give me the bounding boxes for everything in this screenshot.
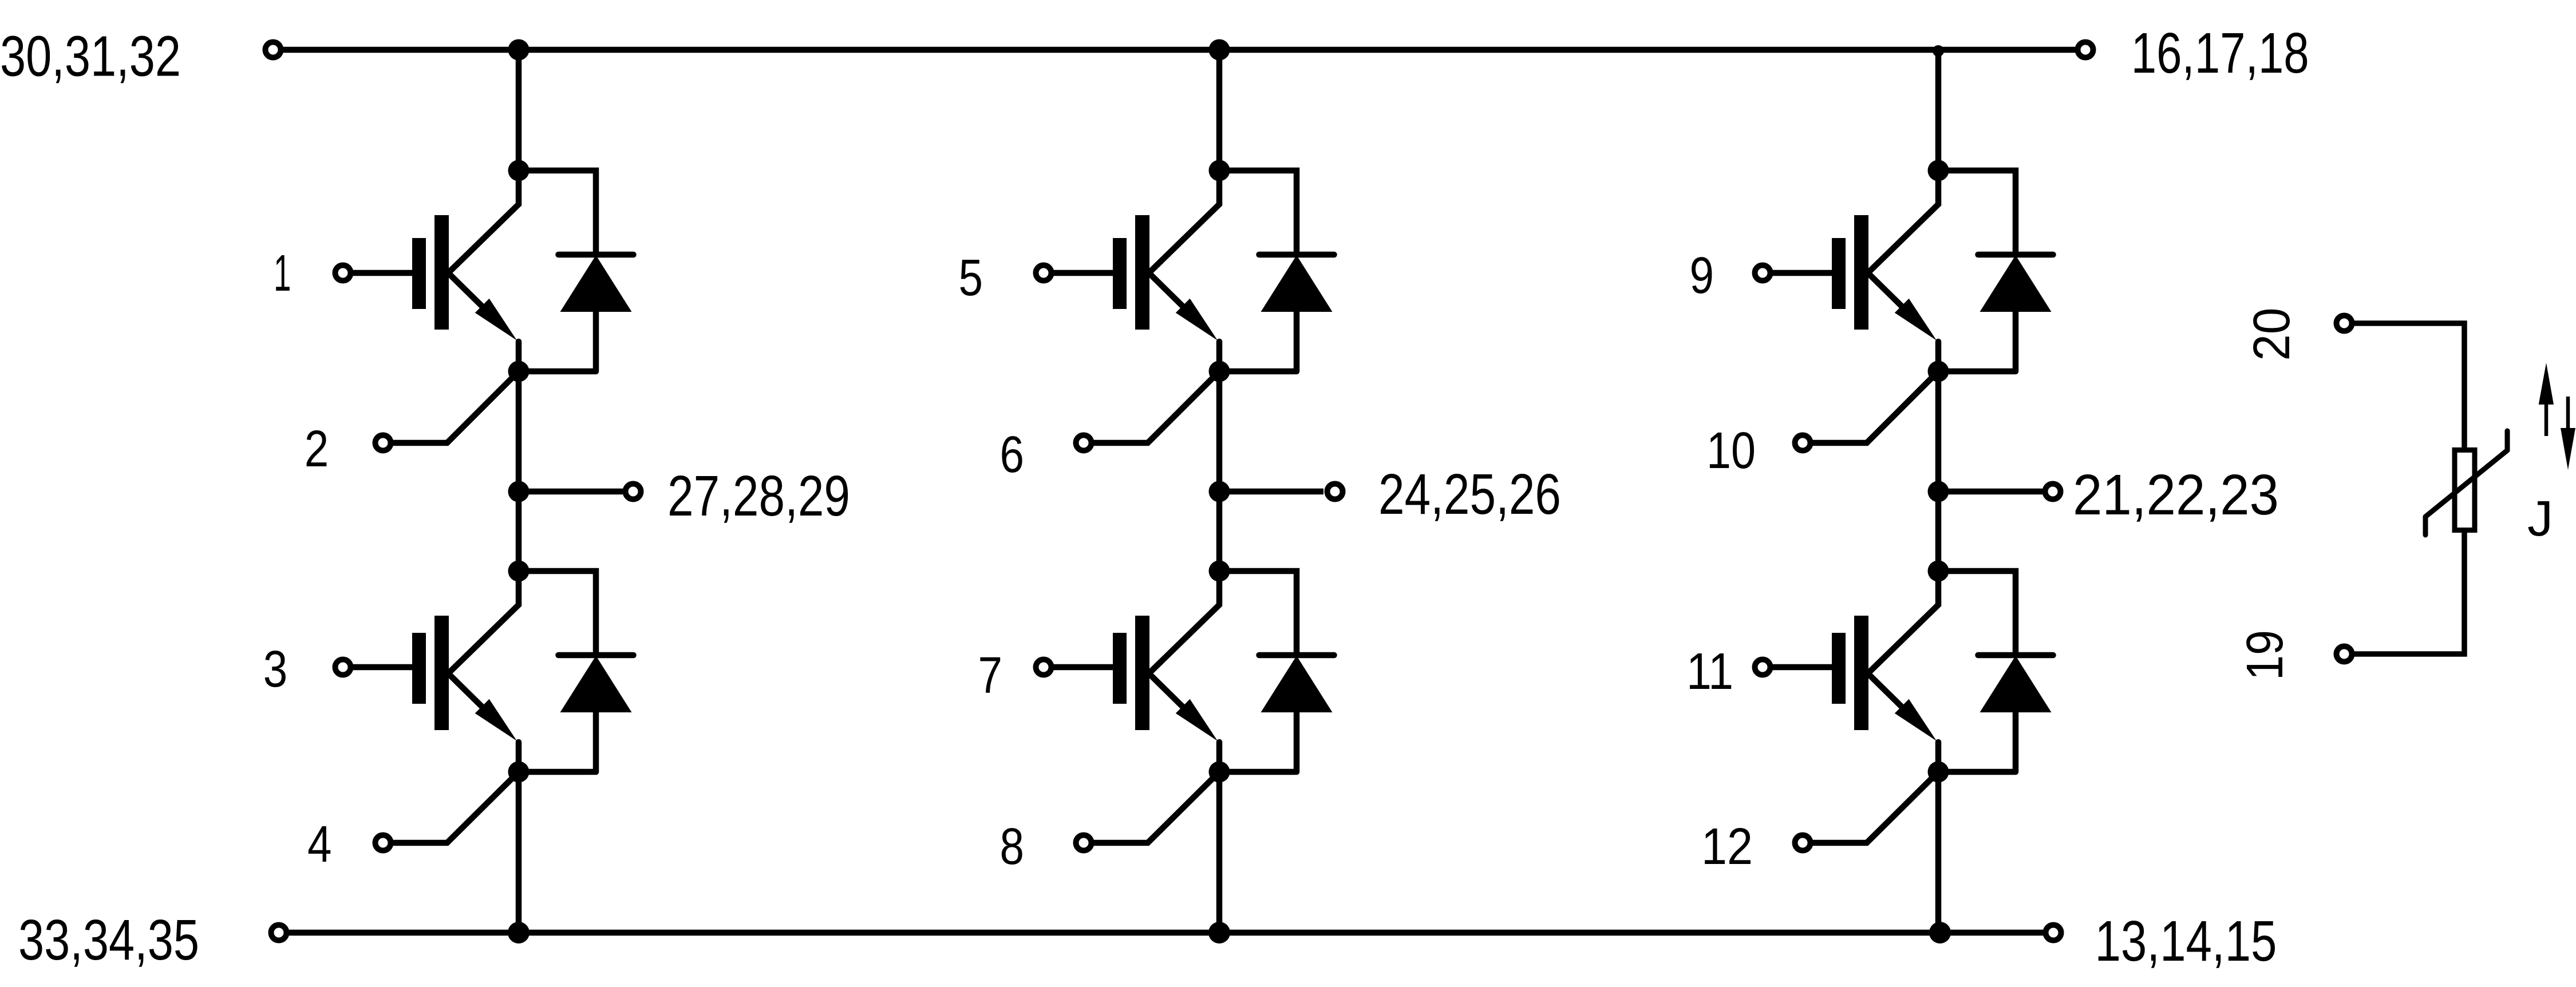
svg-text:21,22,23: 21,22,23 xyxy=(2073,463,2279,527)
svg-text:5: 5 xyxy=(959,249,983,307)
svg-text:24,25,26: 24,25,26 xyxy=(1378,462,1561,526)
svg-text:16,17,18: 16,17,18 xyxy=(2131,21,2309,85)
svg-text:19: 19 xyxy=(2237,630,2294,680)
svg-text:4: 4 xyxy=(307,816,332,873)
svg-text:27,28,29: 27,28,29 xyxy=(667,464,850,528)
svg-text:10: 10 xyxy=(1706,422,1756,479)
svg-text:30,31,32: 30,31,32 xyxy=(0,25,181,89)
svg-text:12: 12 xyxy=(1701,818,1753,875)
svg-text:J: J xyxy=(2527,491,2553,546)
svg-text:20: 20 xyxy=(2243,308,2301,361)
svg-text:1: 1 xyxy=(274,245,291,302)
svg-text:3: 3 xyxy=(263,641,288,698)
svg-text:13,14,15: 13,14,15 xyxy=(2095,909,2277,973)
svg-text:11: 11 xyxy=(1686,643,1733,700)
svg-text:33,34,35: 33,34,35 xyxy=(18,908,199,972)
svg-text:6: 6 xyxy=(1000,426,1025,483)
svg-text:2: 2 xyxy=(305,421,329,478)
svg-text:7: 7 xyxy=(978,647,1003,704)
svg-text:9: 9 xyxy=(1690,247,1714,304)
svg-text:8: 8 xyxy=(1000,818,1025,875)
